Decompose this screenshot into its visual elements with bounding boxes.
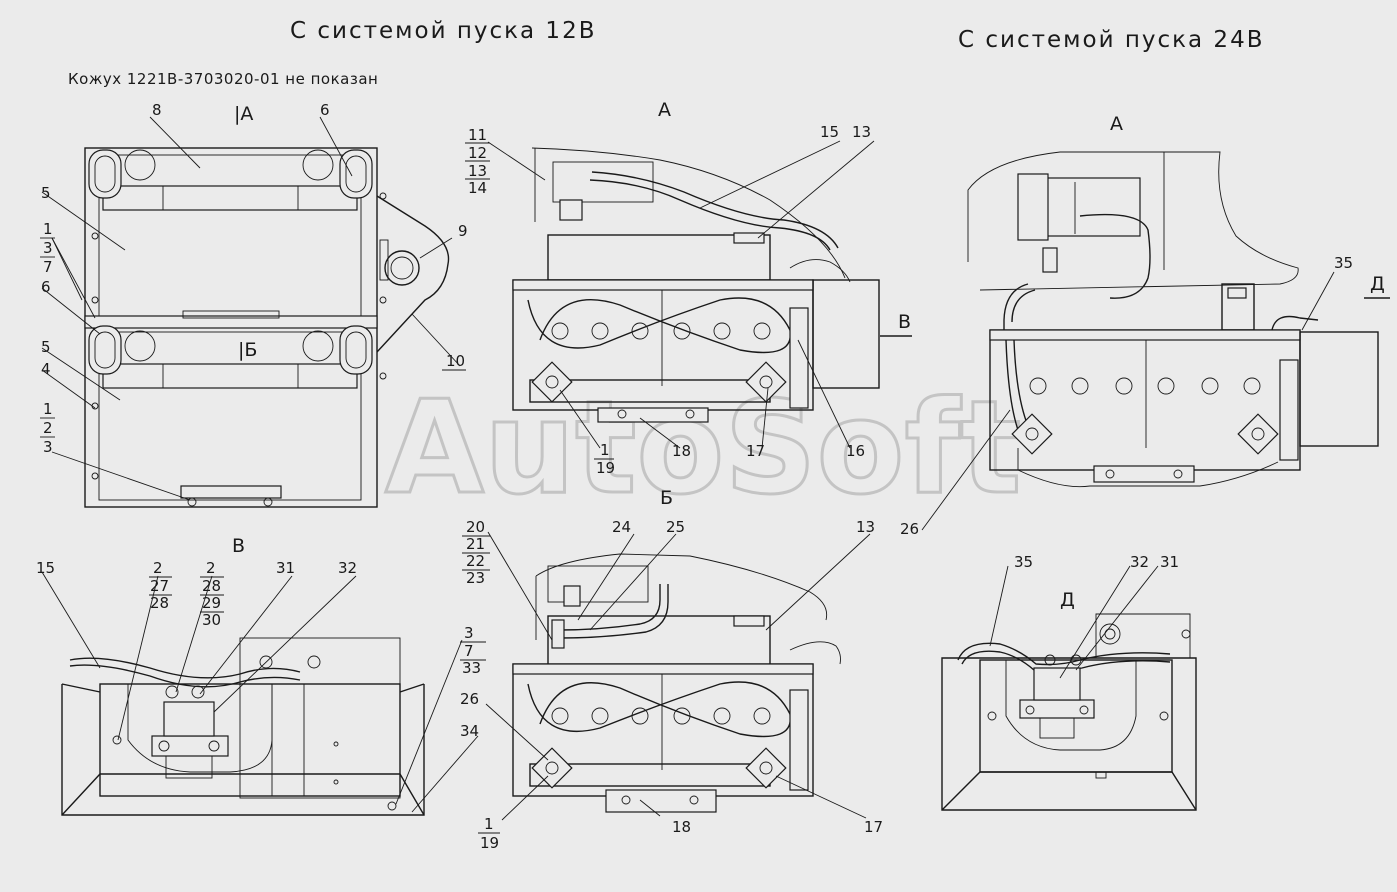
callout-11: 11 bbox=[468, 126, 487, 144]
callout-2-b2: 2 bbox=[206, 559, 216, 577]
view-d-arrow-label: Д bbox=[1370, 273, 1385, 295]
callout-1-b: 1 bbox=[484, 815, 494, 833]
callout-10: 10 bbox=[446, 352, 465, 370]
title-12v: С системой пуска 12В bbox=[290, 18, 596, 44]
view-v-arrow-label: В bbox=[898, 311, 911, 333]
callout-30: 30 bbox=[202, 611, 221, 629]
title-24v: С системой пуска 24В bbox=[958, 27, 1264, 53]
view-d-24v bbox=[941, 613, 1197, 811]
watermark: AutoSoft bbox=[385, 374, 1021, 523]
callout-24: 24 bbox=[612, 518, 631, 536]
view-b-12v bbox=[61, 637, 425, 816]
battery-box-front-view bbox=[84, 147, 450, 508]
callout-20: 20 bbox=[466, 518, 485, 536]
callout-1-lower: 1 bbox=[43, 400, 53, 418]
callout-26-b: 26 bbox=[460, 690, 479, 708]
callout-19-b: 19 bbox=[480, 834, 499, 852]
callout-18-b: 18 bbox=[672, 818, 691, 836]
view-a-12v bbox=[512, 147, 880, 423]
callout-19-a: 19 bbox=[596, 459, 615, 477]
callout-6-top: 6 bbox=[320, 101, 330, 119]
callout-15-a: 15 bbox=[820, 123, 839, 141]
view-a-24v bbox=[967, 151, 1379, 488]
callout-14: 14 bbox=[468, 179, 487, 197]
callout-22: 22 bbox=[466, 552, 485, 570]
callout-17-a: 17 bbox=[746, 442, 765, 460]
view-b-title: Б bbox=[660, 487, 673, 509]
callout-25: 25 bbox=[666, 518, 685, 536]
callout-35-b: 35 bbox=[1014, 553, 1033, 571]
callout-31-a: 31 bbox=[276, 559, 295, 577]
callout-3-b: 3 bbox=[464, 624, 474, 642]
callout-13-a: 13 bbox=[468, 162, 487, 180]
callout-21: 21 bbox=[466, 535, 485, 553]
callout-16: 16 bbox=[846, 442, 865, 460]
callout-5-lower: 5 bbox=[41, 338, 51, 356]
callouts-front-view bbox=[41, 116, 461, 501]
callout-1-a: 1 bbox=[600, 441, 610, 459]
callout-13-b: 13 bbox=[852, 123, 871, 141]
callout-7-b: 7 bbox=[464, 642, 474, 660]
callouts-view-a-12v bbox=[487, 140, 875, 449]
callout-4: 4 bbox=[41, 360, 51, 378]
view-a-title-12v: А bbox=[658, 99, 671, 121]
callout-35-a: 35 bbox=[1334, 254, 1353, 272]
callout-13-c: 13 bbox=[856, 518, 875, 536]
callout-32-a: 32 bbox=[338, 559, 357, 577]
callout-1-upper: 1 bbox=[43, 220, 53, 238]
callout-5-upper: 5 bbox=[41, 184, 51, 202]
callout-12: 12 bbox=[468, 144, 487, 162]
callout-6-mid: 6 bbox=[41, 278, 51, 296]
callout-23: 23 bbox=[466, 569, 485, 587]
callouts-view-b-lower bbox=[485, 531, 871, 821]
callouts-view-b bbox=[41, 571, 479, 813]
callout-15-b: 15 bbox=[36, 559, 55, 577]
callout-8: 8 bbox=[152, 101, 162, 119]
callout-18-a: 18 bbox=[672, 442, 691, 460]
callout-34: 34 bbox=[460, 722, 479, 740]
callout-31-b: 31 bbox=[1160, 553, 1179, 571]
callouts-view-d bbox=[989, 565, 1159, 679]
callout-17-b: 17 bbox=[864, 818, 883, 836]
view-b-battery-lower bbox=[512, 553, 841, 813]
callout-27: 27 bbox=[150, 577, 169, 595]
callout-3-lower: 3 bbox=[43, 438, 53, 456]
view-d-title: Д bbox=[1060, 589, 1075, 611]
callout-9: 9 bbox=[458, 222, 468, 240]
view-a-title-24v: А bbox=[1110, 113, 1123, 135]
callout-2-lower: 2 bbox=[43, 419, 53, 437]
callout-33: 33 bbox=[462, 659, 481, 677]
callouts-view-a-24v bbox=[921, 271, 1335, 531]
callout-3-upper: 3 bbox=[43, 239, 53, 257]
callout-7-upper: 7 bbox=[43, 258, 53, 276]
view-b-mark: |Б bbox=[238, 339, 257, 361]
callout-26-a: 26 bbox=[900, 520, 919, 538]
callout-32-b: 32 bbox=[1130, 553, 1149, 571]
callout-29: 29 bbox=[202, 594, 221, 612]
view-a-mark-left: |А bbox=[234, 103, 253, 125]
cover-note: Кожух 1221В-3703020-01 не показан bbox=[68, 70, 378, 88]
callout-2-b1: 2 bbox=[153, 559, 163, 577]
callout-28-b2: 28 bbox=[202, 577, 221, 595]
view-v-title: В bbox=[232, 535, 245, 557]
callout-28-b1: 28 bbox=[150, 594, 169, 612]
